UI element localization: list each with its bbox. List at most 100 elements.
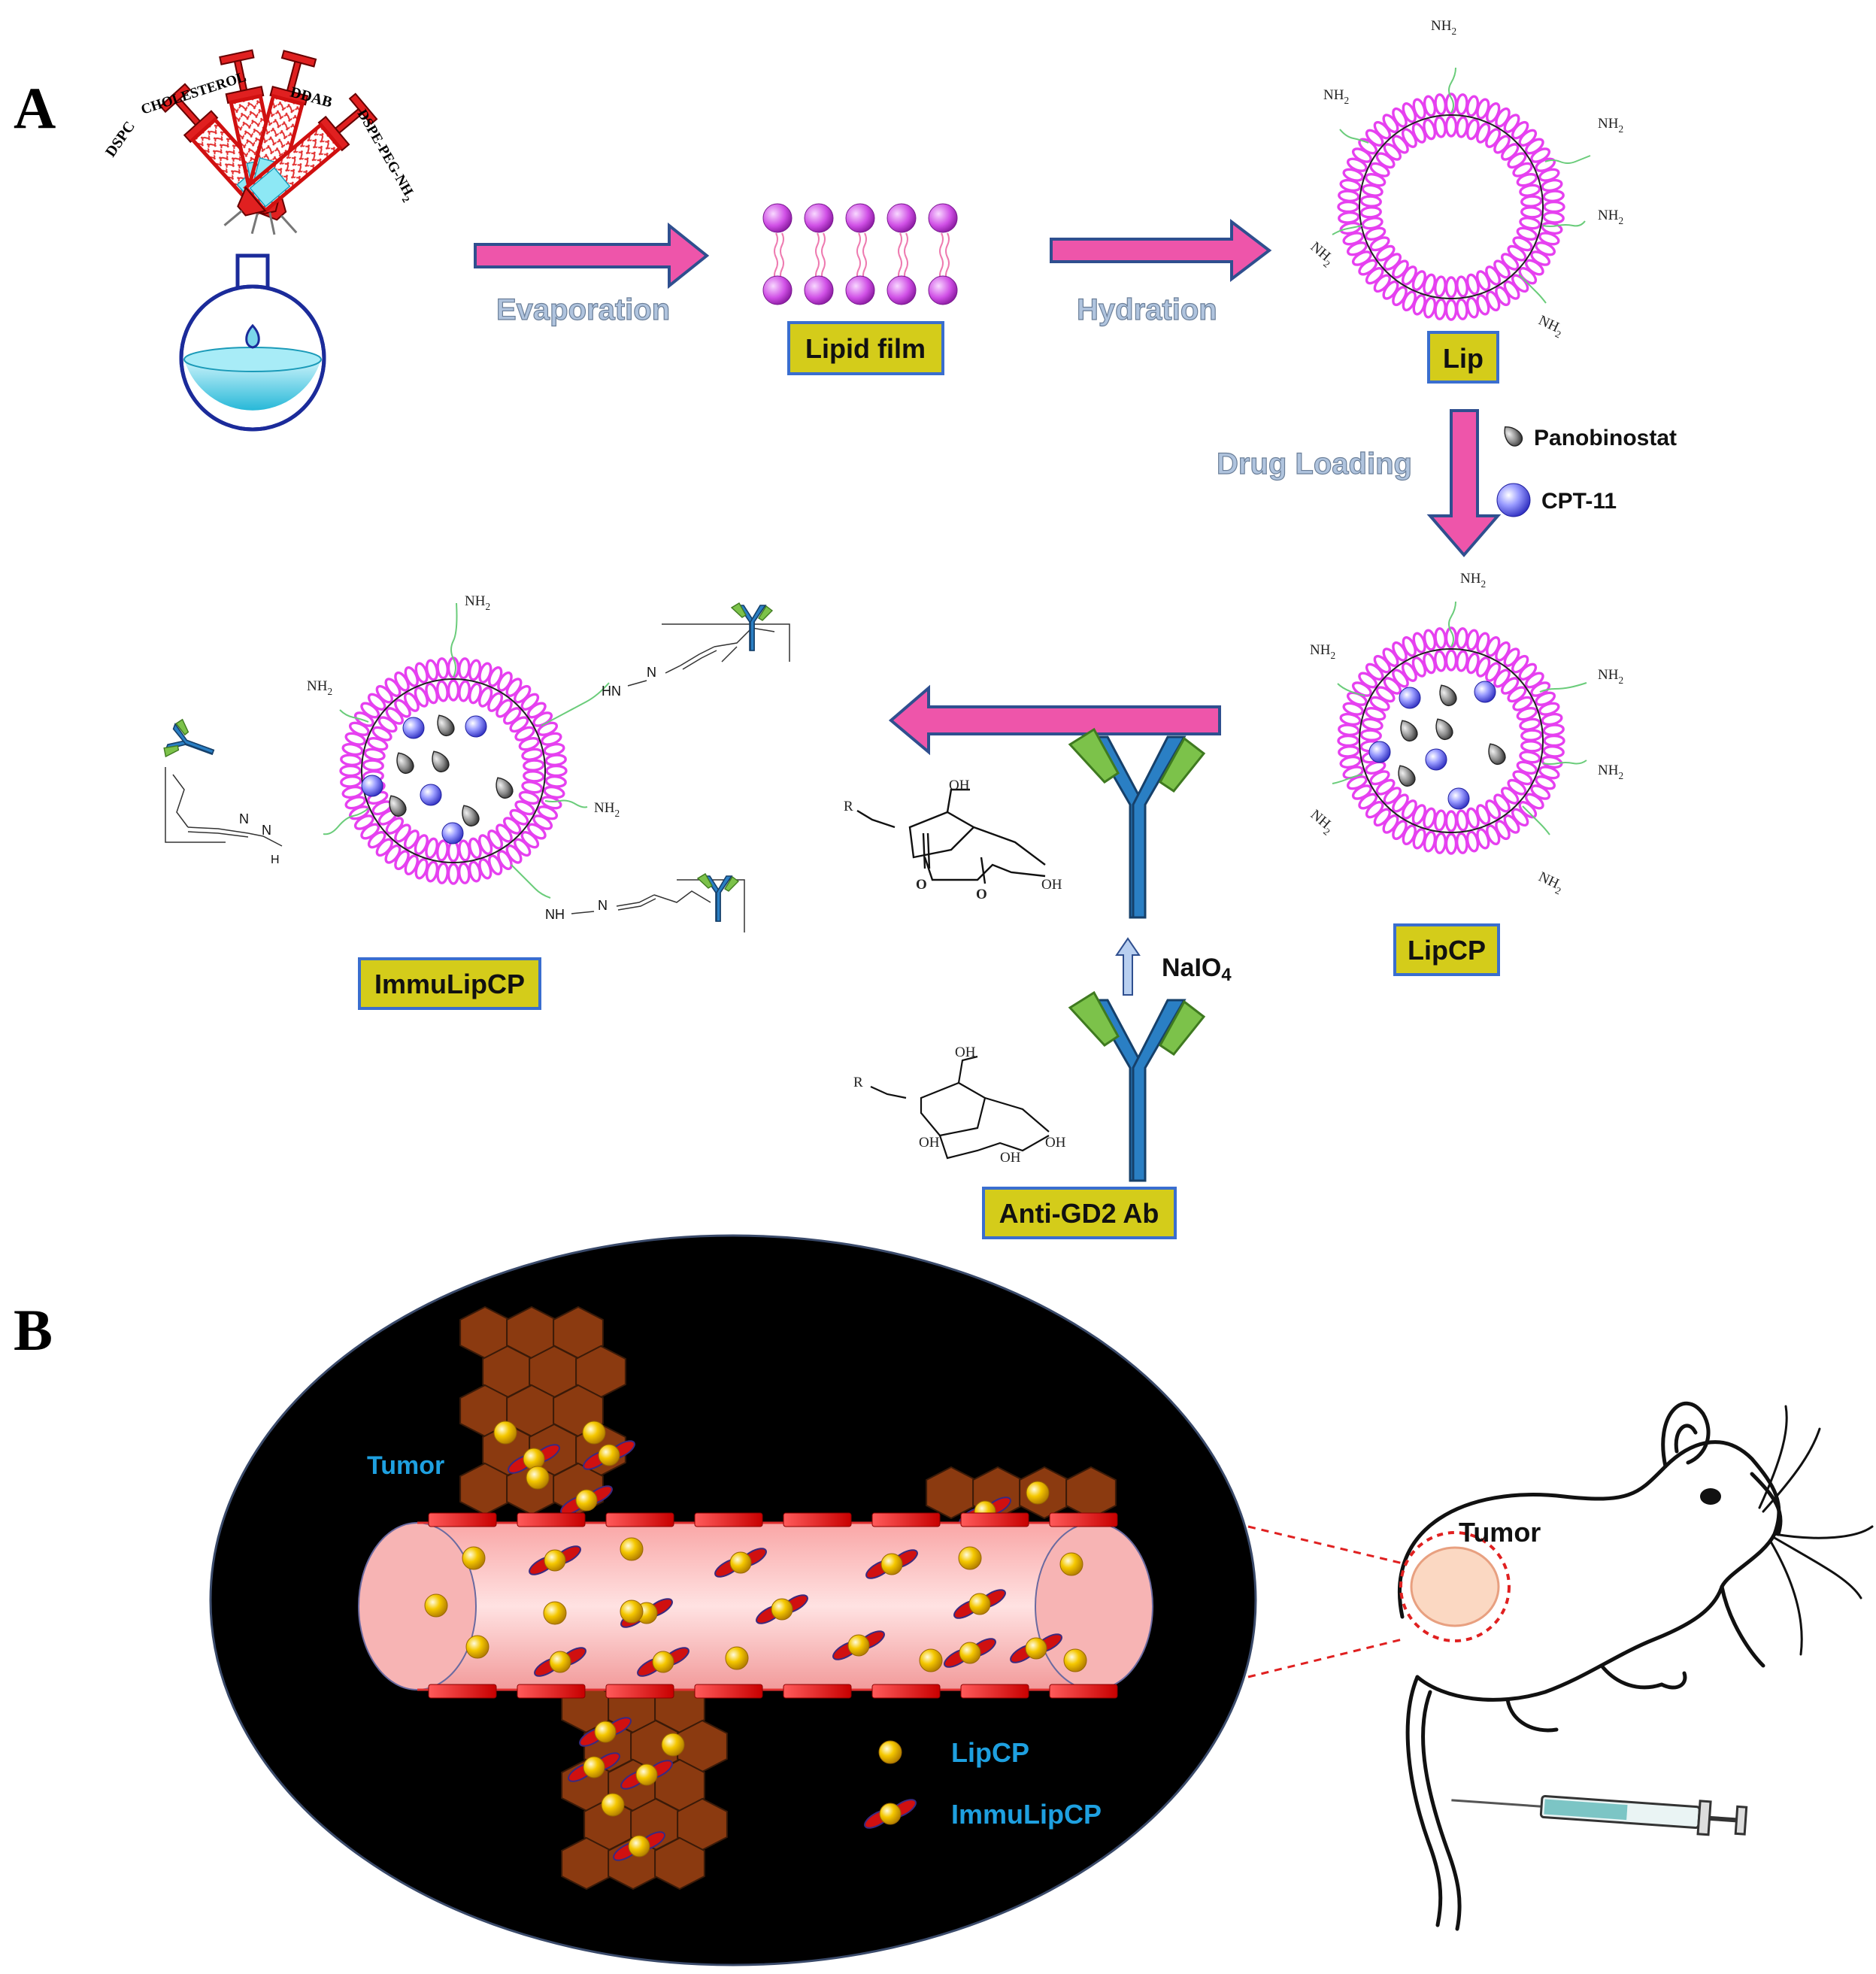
lipcp-particle <box>601 1793 625 1817</box>
cpt11-icon <box>1496 483 1531 517</box>
lipid-head <box>1520 194 1543 208</box>
lipid-head <box>1373 683 1398 705</box>
tumor-cluster <box>459 1305 638 1519</box>
peg-chain <box>1339 129 1369 144</box>
lipid-head <box>1482 660 1504 684</box>
lipid-head <box>1444 832 1458 855</box>
step-drug-loading: Drug Loading <box>1217 447 1412 481</box>
lipid-head <box>1337 200 1359 214</box>
lipid-head <box>1444 649 1458 672</box>
lipid-head <box>1337 744 1361 759</box>
step-evaporation: Evaporation <box>496 293 670 326</box>
lipid-head <box>1444 299 1458 321</box>
lipid-head <box>339 764 362 778</box>
lipid-head <box>544 774 568 789</box>
panel-label-b: B <box>14 1297 53 1363</box>
lipid-head <box>1505 242 1529 265</box>
arrow-drug-loading <box>1426 409 1502 558</box>
lipid-head <box>456 861 471 885</box>
vessel-wall-cell <box>428 1512 497 1527</box>
liposome-lipcp: NH2 NH2 NH2 NH2 NH2 NH2 <box>1305 571 1623 897</box>
liposome-lip: NH2 NH2 NH2 NH2 NH2 NH2 <box>1305 18 1623 341</box>
lipid-head <box>1433 92 1448 117</box>
lipid-head <box>435 861 450 885</box>
amine-label: NH2 <box>1305 239 1337 270</box>
mouse-tumor-mass <box>1410 1546 1500 1627</box>
lipcp-particle <box>526 1466 550 1490</box>
vessel-wall-cell <box>694 1684 763 1699</box>
lipid-head <box>1399 263 1420 288</box>
injection-syringe-icon <box>1451 1795 1748 1836</box>
lipid-head <box>492 696 516 720</box>
vessel-wall-cell <box>960 1512 1029 1527</box>
arrow-periodate <box>1115 937 1141 996</box>
lipid-head <box>1389 257 1412 281</box>
peg-chain <box>1448 67 1456 114</box>
reagent-naio4: NaIO4 <box>1162 954 1232 985</box>
lipid-head <box>1520 739 1543 754</box>
amine-label: NH2 <box>594 800 620 819</box>
lipcp-particle <box>582 1421 606 1445</box>
lipid-head <box>1359 205 1383 220</box>
vessel-wall-cell <box>605 1684 674 1699</box>
lipid-head <box>447 840 460 863</box>
lipcp-particle <box>1059 1552 1083 1576</box>
vessel-wall-cell <box>871 1512 941 1527</box>
amine-label: NH2 <box>1598 116 1623 135</box>
lipid-head <box>1337 723 1361 738</box>
lipid-head <box>1359 194 1383 208</box>
lipid-head <box>447 863 460 885</box>
vessel-wall-cell <box>960 1684 1029 1699</box>
panel-label-a: A <box>14 75 56 141</box>
mouse-drawing <box>1397 1402 1874 1931</box>
oxygen-label: O <box>976 887 987 902</box>
lipid-head <box>362 758 385 772</box>
tumor-cell <box>654 1836 705 1891</box>
hydrazone-nh-label: NH <box>545 907 565 922</box>
lipid-head <box>391 821 414 845</box>
r-group-label: R <box>844 799 853 814</box>
amine-label: NH2 <box>1535 869 1565 896</box>
callout-line <box>1247 1638 1403 1678</box>
hydrazone-n-label: N <box>598 898 608 913</box>
lipid-head <box>1433 831 1448 855</box>
lipid-head <box>1444 276 1458 299</box>
oxidized-antibody-icon <box>1068 728 1205 919</box>
lipid-head <box>1482 126 1504 150</box>
amine-label: NH2 <box>465 593 490 612</box>
lipid-head <box>1520 205 1543 220</box>
lipid-head <box>1399 797 1420 822</box>
mouse-eye <box>1700 1488 1721 1505</box>
lipcp-particle <box>725 1646 749 1670</box>
lipid-head <box>522 758 545 772</box>
amine-label: NH2 <box>307 678 332 697</box>
lipid-head <box>1505 776 1529 799</box>
vessel-wall-cell <box>783 1512 852 1527</box>
label-lipid-film: Lipid film <box>805 333 926 364</box>
vessel-wall-cell <box>871 1684 941 1699</box>
lipcp-particle <box>462 1546 486 1570</box>
lipid-head <box>1454 92 1469 117</box>
lipcp-particle <box>958 1546 982 1570</box>
amine-label: NH2 <box>1535 312 1565 340</box>
legend-cpt11: CPT-11 <box>1541 489 1617 514</box>
lipid-head <box>1337 189 1361 204</box>
lipcp-particle <box>620 1600 644 1624</box>
lipid-head <box>1541 210 1565 225</box>
lipid-head <box>1490 666 1514 690</box>
lipid-head <box>1359 728 1383 742</box>
vessel-wall-cell <box>1049 1684 1118 1699</box>
lipid-head <box>544 753 568 768</box>
hydrazone-n-label: N <box>239 811 249 826</box>
conjugated-antibody-icon <box>697 873 739 922</box>
label-lip: Lip <box>1443 343 1484 374</box>
amine-label: NH2 <box>1598 208 1623 226</box>
label-box-lip <box>1427 331 1499 384</box>
lipid-head <box>401 827 423 852</box>
hydroxyl-label: OH <box>1000 1150 1021 1166</box>
label-box-lipid-film <box>787 321 944 375</box>
vessel-wall-cell <box>694 1512 763 1527</box>
amine-label: NH2 <box>1598 763 1623 781</box>
lipid-head <box>1454 297 1469 321</box>
